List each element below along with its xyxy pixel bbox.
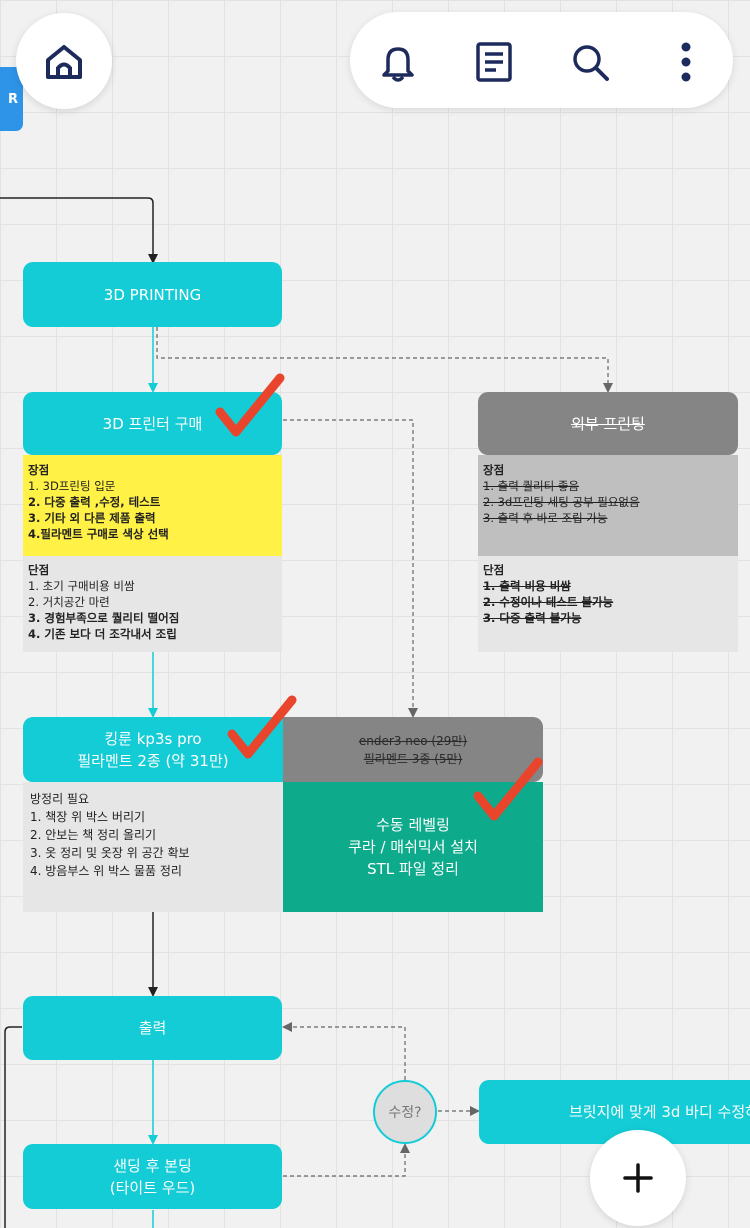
out-cons-item: 2. 수정이나 테스트 불가능 xyxy=(483,595,614,609)
out-pros-title: 장점 xyxy=(483,463,505,477)
search-button[interactable] xyxy=(564,36,616,88)
node-ender3[interactable]: ender3 neo (29만) 필라멘트 3종 (5만) xyxy=(283,717,543,782)
more-options-button[interactable] xyxy=(660,36,712,88)
out-cons-item: 1. 출력 비용 비쌈 xyxy=(483,579,571,593)
home-icon xyxy=(46,45,82,79)
side-tab-label: R xyxy=(7,91,18,107)
buy-cons-item: 4. 기존 보다 더 조각내서 조립 xyxy=(28,627,177,641)
node-outsourcing[interactable]: 외부 프린팅 xyxy=(478,392,738,455)
out-cons-title: 단점 xyxy=(483,563,505,577)
decision-revise[interactable]: 수정? xyxy=(373,1080,437,1144)
buy-pros-card[interactable]: 장점 1. 3D프린팅 입문 2. 다중 출력 ,수정, 테스트 3. 기타 외… xyxy=(23,455,282,556)
node-3d-printing[interactable]: 3D PRINTING xyxy=(23,262,282,327)
node-output-label: 출력 xyxy=(138,1019,167,1037)
board-notes-button[interactable] xyxy=(468,36,520,88)
room-tasks-title: 방정리 필요 xyxy=(30,792,90,806)
edge-into-printing xyxy=(0,197,158,264)
buy-pros-title: 장점 xyxy=(28,463,50,477)
notifications-button[interactable] xyxy=(372,36,424,88)
out-pros-item: 2. 3d프린팅 세팅 공부 필요없음 xyxy=(483,495,640,509)
node-sanding-line2: (타이트 우드) xyxy=(109,1178,196,1197)
out-cons-card[interactable]: 단점 1. 출력 비용 비쌈 2. 수정이나 테스트 불가능 3. 다중 출력 … xyxy=(478,556,738,652)
room-tasks-item: 3. 옷 정리 및 옷장 위 공간 확보 xyxy=(30,846,190,860)
out-pros-item: 3. 출력 후 바로 조립 가능 xyxy=(483,511,608,525)
setup-task-item: STL 파일 정리 xyxy=(367,860,459,878)
node-ender3-line1: ender3 neo (29만) xyxy=(358,733,468,748)
node-outsourcing-label: 외부 프린팅 xyxy=(571,414,645,433)
node-bridge-edit-label: 브릿지에 맞게 3d 바디 수정하 xyxy=(569,1103,750,1121)
checkmark-icon xyxy=(215,373,285,437)
buy-cons-item: 3. 경험부족으로 퀄리티 떨어짐 xyxy=(28,611,180,625)
node-output[interactable]: 출력 xyxy=(23,996,282,1060)
room-tasks-item: 1. 책장 위 박스 버리기 xyxy=(30,810,146,824)
setup-task-item: 쿠라 / 매쉬믹서 설치 xyxy=(348,838,478,856)
checkmark-icon xyxy=(473,757,543,821)
setup-task-item: 수동 레벨링 xyxy=(376,816,450,834)
bell-icon xyxy=(382,47,414,82)
side-panel-tab[interactable]: R xyxy=(0,67,23,131)
plus-icon xyxy=(623,1163,653,1193)
document-icon xyxy=(476,42,512,82)
room-tasks-item: 4. 방음부스 위 박스 물품 정리 xyxy=(30,864,182,878)
node-bridge-edit[interactable]: 브릿지에 맞게 3d 바디 수정하 xyxy=(479,1080,750,1144)
top-toolbar xyxy=(350,12,733,108)
buy-cons-card[interactable]: 단점 1. 초기 구매비용 비쌈 2. 거치공간 마련 3. 경험부족으로 퀄리… xyxy=(23,556,282,652)
home-button[interactable] xyxy=(16,13,112,109)
buy-pros-item: 4.필라멘트 구매로 색상 선택 xyxy=(28,527,169,541)
edge-decision-output xyxy=(282,1022,406,1080)
out-cons-item: 3. 다중 출력 불가능 xyxy=(483,611,582,625)
edge-printing-outsourcing xyxy=(156,327,613,393)
node-kingroon-line2: 필라멘트 2종 (약 31만) xyxy=(77,751,229,770)
edge-buy-ender xyxy=(283,419,418,718)
checkmark-icon xyxy=(227,695,297,759)
more-vertical-icon xyxy=(681,42,691,82)
node-kingroon-line1: 킹룬 kp3s pro xyxy=(104,729,202,748)
buy-cons-item: 1. 초기 구매비용 비쌈 xyxy=(28,579,135,593)
out-pros-item: 1. 출력 퀄리티 좋음 xyxy=(483,479,579,493)
edge-sanding-decision xyxy=(283,1143,410,1177)
decision-label: 수정? xyxy=(388,1105,422,1121)
buy-pros-item: 3. 기타 외 다른 제품 출력 xyxy=(28,511,156,525)
node-3d-printing-label: 3D PRINTING xyxy=(103,285,202,304)
buy-pros-item: 1. 3D프린팅 입문 xyxy=(28,479,116,493)
node-ender3-line2: 필라멘트 3종 (5만) xyxy=(363,751,463,766)
buy-pros-item: 2. 다중 출력 ,수정, 테스트 xyxy=(28,495,161,509)
node-sanding-line1: 샌딩 후 본딩 xyxy=(113,1156,192,1175)
node-sanding[interactable]: 샌딩 후 본딩 (타이트 우드) xyxy=(23,1144,282,1209)
add-button[interactable] xyxy=(590,1130,686,1226)
buy-cons-title: 단점 xyxy=(28,563,50,577)
out-pros-card[interactable]: 장점 1. 출력 퀄리티 좋음 2. 3d프린팅 세팅 공부 필요없음 3. 출… xyxy=(478,455,738,556)
room-tasks-card[interactable]: 방정리 필요 1. 책장 위 박스 버리기 2. 안보는 책 정리 올리기 3.… xyxy=(23,782,283,912)
room-tasks-item: 2. 안보는 책 정리 올리기 xyxy=(30,828,157,842)
search-icon xyxy=(573,45,609,81)
edge-left-loop xyxy=(4,1026,22,1228)
buy-cons-item: 2. 거치공간 마련 xyxy=(28,595,110,609)
node-buy-printer-label: 3D 프린터 구매 xyxy=(102,414,203,433)
